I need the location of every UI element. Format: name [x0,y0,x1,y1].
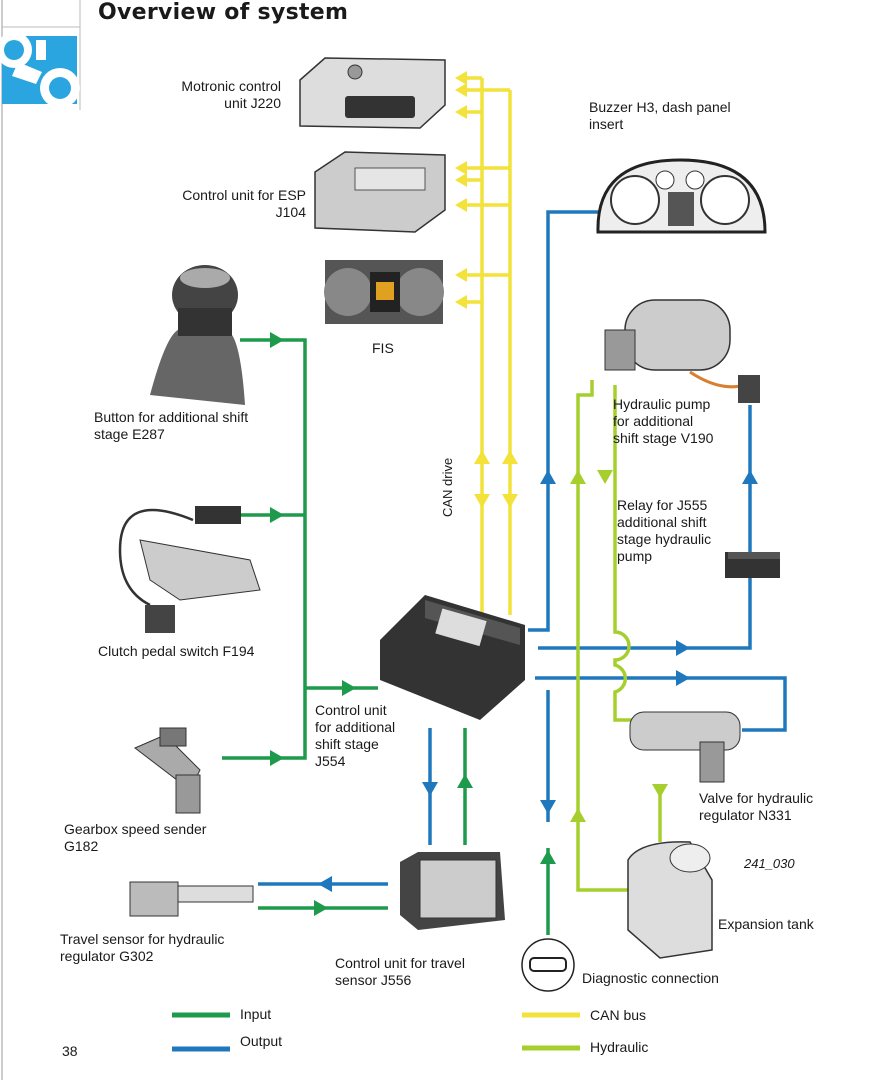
dash-panel-buzzer-image [596,158,767,234]
diagnostic-connector-image [521,938,575,992]
label-fis: FIS [372,340,394,356]
label-relay: Relay for J555 additional shift stage hy… [617,497,712,564]
gear-logo-icon [0,32,80,108]
page-number: 38 [62,1043,78,1059]
motronic-j220-image [299,57,446,129]
page-title: Overview of system [98,0,349,25]
label-expansion-tank: Expansion tank [718,916,814,932]
legend-hydraulic-label: Hydraulic [590,1039,649,1055]
figure-reference: 241_030 [744,856,795,871]
clutch-pedal-switch-f194-image [118,506,261,633]
expansion-tank-image [627,841,713,959]
fis-display-image [324,260,444,324]
label-g302: Travel sensor for hydraulic regulator G3… [60,931,225,964]
legend-output-label: Output [240,1033,283,1049]
output-lines [258,210,787,886]
control-unit-j554-image [380,595,525,720]
input-arrowheads [270,332,556,916]
label-buzzer: Buzzer H3, dash panel insert [589,99,731,132]
gear-knob-e287-image [150,265,245,405]
output-arrowheads [318,470,758,892]
travel-sensor-g302-image [129,881,254,917]
legend-can-label: CAN bus [590,1007,647,1023]
can-arrowheads [455,71,518,508]
label-j554: Control unit for additional shift stage … [315,702,396,769]
relay-j555-image [725,552,780,578]
label-j104: Control unit for ESP J104 [182,187,306,220]
hydraulic-lines [576,380,662,892]
esp-j104-image [314,151,446,233]
label-j556: Control unit for travel sensor J556 [335,955,465,988]
valve-n331-image [629,711,741,783]
hydraulic-pump-v190-image [604,299,760,403]
hydraulic-arrowheads [570,470,668,822]
legend-input-label: Input [240,1006,272,1022]
control-unit-j556-image [400,852,505,930]
label-g182: Gearbox speed sender G182 [64,821,207,854]
label-f194: Clutch pedal switch F194 [98,643,255,659]
can-bus-lines [462,76,512,615]
label-e287: Button for additional shift stage E287 [94,409,249,442]
gearbox-speed-sender-g182-image [134,727,201,814]
label-diagnostic: Diagnostic connection [582,970,719,986]
can-drive-label: CAN drive [440,457,455,517]
label-v190: Hydraulic pump for additional shift stag… [613,396,714,446]
label-j220: Motronic control unit J220 [181,78,281,111]
label-n331: Valve for hydraulic regulator N331 [699,790,814,823]
